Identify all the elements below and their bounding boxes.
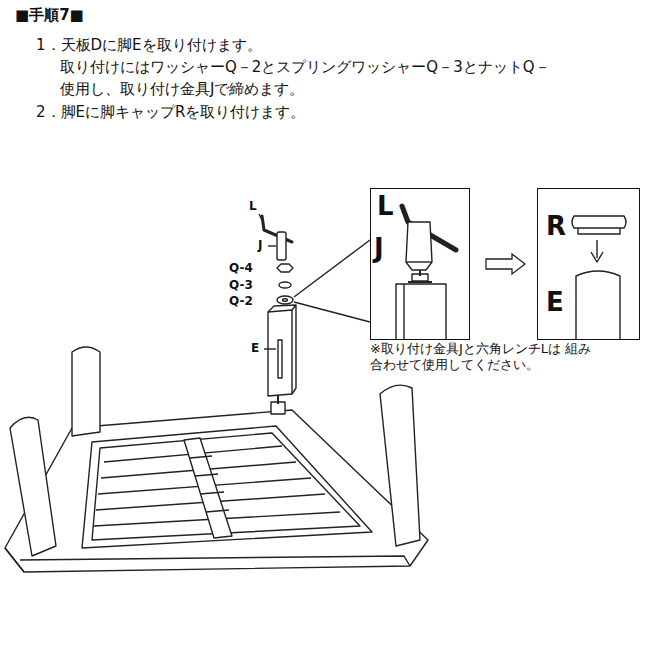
inset-leg-e [576,271,620,340]
callout-line [294,302,370,322]
instruction-text: 2．脚Eに脚キャップRを取り付けます。 [36,103,305,121]
leg-cap-ribs [578,228,620,234]
part-letter: J [374,235,384,261]
washer-hole [283,299,288,302]
bolt [277,395,279,404]
inset-washer [408,281,432,283]
inset-box: LJ [370,188,470,340]
part-letter: L [377,193,394,219]
leg-cap [572,216,626,228]
socket-hex [406,261,432,262]
table-top [5,410,428,572]
part-letter: E [546,289,564,315]
back-left-leg [72,347,100,436]
nut [277,264,293,272]
leader-e [264,348,276,349]
part-label: L [249,199,257,213]
instruction-text: 1．天板Dに脚Eを取り付けます。 [36,36,262,54]
center-rail [184,438,232,538]
down-arrow [591,240,603,262]
front-right-leg [380,385,420,546]
part-letter: R [546,213,566,239]
socket [406,222,432,270]
leader-l [259,214,262,220]
table-frame [82,426,372,548]
leg-e [268,310,292,396]
center-rail-lines [190,456,229,512]
part-label: E [251,341,259,355]
step-heading: ■手順7■ [15,6,84,24]
table-edge [5,548,410,572]
part-label: Q-2 [229,294,253,308]
small-socket [277,232,286,260]
step-arrow [486,254,525,274]
part-label: J [258,238,262,252]
washer [277,296,293,304]
part-label: Q-4 [229,261,253,275]
spring-washer [279,282,291,288]
front-left-leg [10,417,56,556]
inset-box: RE [537,188,640,340]
instruction-text: 使用し、取り付け金具Jで締めます。 [60,80,304,98]
inset-leg [396,284,446,340]
callout-line [294,240,370,297]
note-text: ※取り付け金具Jと六角レンチLは 組み合わせて使用してください。 [370,341,602,372]
inset-bolt [419,270,421,276]
leg-slot [278,340,282,378]
instruction-text: 取り付けにはワッシャーQ－2とスプリングワッシャーQ－3とナットQ－ [60,58,550,76]
part-label: Q-3 [229,278,253,292]
leader-j [268,245,276,246]
table-frame-inner [92,433,360,540]
